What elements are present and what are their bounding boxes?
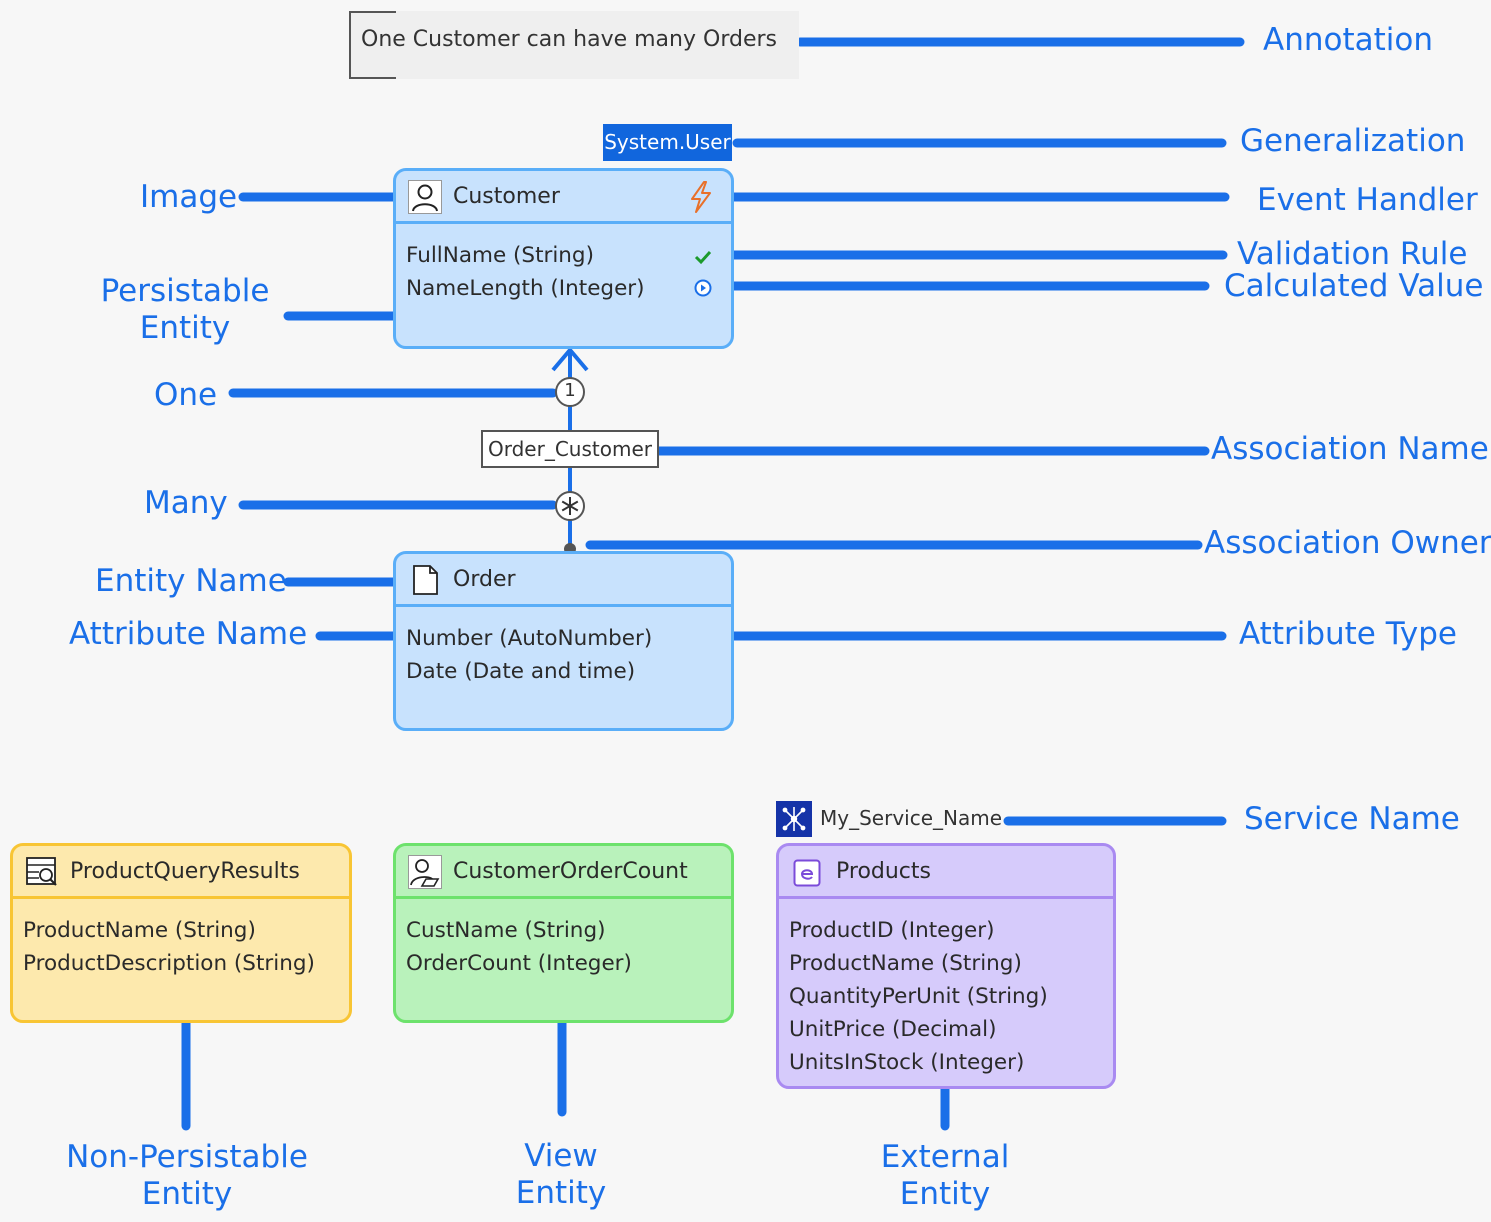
callout-attribute-name: Attribute Name bbox=[69, 616, 308, 652]
entity-name: CustomerOrderCount bbox=[453, 859, 688, 884]
checkmark-icon[interactable] bbox=[693, 247, 713, 267]
attribute-list: CustName (String) OrderCount (Integer) bbox=[406, 914, 632, 980]
entity-header: ProductQueryResults bbox=[13, 846, 349, 899]
callout-association-owner: Association Owner bbox=[1204, 525, 1491, 561]
generalization-arrowhead bbox=[551, 346, 589, 372]
generalization-label[interactable]: System.User bbox=[603, 124, 732, 161]
attribute-row[interactable]: CustName (String) bbox=[406, 918, 606, 943]
callout-image: Image bbox=[140, 179, 238, 215]
attribute-row[interactable]: Number (AutoNumber) bbox=[406, 626, 653, 651]
callout-persistable-entity-line2: Entity bbox=[139, 310, 231, 346]
play-circle-icon[interactable] bbox=[694, 279, 712, 297]
attribute-list: ProductID (Integer) ProductName (String)… bbox=[789, 914, 1048, 1079]
annotation-text: One Customer can have many Orders bbox=[361, 27, 777, 52]
attribute-row[interactable]: UnitPrice (Decimal) bbox=[789, 1017, 997, 1042]
callout-non-persistable-line2: Entity bbox=[141, 1176, 233, 1212]
lightning-icon[interactable] bbox=[688, 181, 714, 213]
callout-many: Many bbox=[144, 485, 228, 521]
callout-view-line2: Entity bbox=[515, 1175, 607, 1211]
entity-customer-order-count[interactable]: CustomerOrderCount CustName (String) Ord… bbox=[393, 843, 734, 1023]
callout-external-line1: External bbox=[880, 1139, 1010, 1175]
attribute-row[interactable]: UnitsInStock (Integer) bbox=[789, 1050, 1025, 1075]
attribute-row[interactable]: ProductName (String) bbox=[23, 918, 256, 943]
callout-persistable-entity-line1: Persistable bbox=[100, 273, 270, 309]
entity-product-query-results[interactable]: ProductQueryResults ProductName (String)… bbox=[10, 843, 352, 1023]
entity-name: ProductQueryResults bbox=[70, 859, 300, 884]
attribute-row[interactable]: Date (Date and time) bbox=[406, 659, 636, 684]
entity-customer[interactable]: Customer FullName (String) NameLength (I… bbox=[393, 168, 734, 349]
entity-header: Order bbox=[396, 554, 731, 607]
callout-service-name: Service Name bbox=[1244, 801, 1460, 837]
callout-attribute-type: Attribute Type bbox=[1239, 616, 1457, 652]
user-icon bbox=[408, 180, 442, 214]
query-icon bbox=[25, 855, 59, 889]
callout-view-line1: View bbox=[524, 1138, 598, 1174]
user-view-icon bbox=[408, 855, 442, 889]
service-network-icon bbox=[776, 801, 812, 837]
attribute-row[interactable]: FullName (String) bbox=[406, 243, 594, 268]
service-name[interactable]: My_Service_Name bbox=[820, 806, 1003, 830]
callout-validation-rule: Validation Rule bbox=[1237, 236, 1468, 272]
callout-non-persistable-line1: Non-Persistable bbox=[66, 1139, 308, 1175]
entity-header: CustomerOrderCount bbox=[396, 846, 731, 899]
attribute-row[interactable]: ProductID (Integer) bbox=[789, 918, 995, 943]
attribute-row[interactable]: OrderCount (Integer) bbox=[406, 951, 632, 976]
attribute-row[interactable]: NameLength (Integer) bbox=[406, 276, 645, 301]
one-multiplicity-marker: 1 bbox=[554, 376, 586, 408]
attribute-list: Number (AutoNumber) Date (Date and time) bbox=[406, 622, 652, 688]
document-icon bbox=[408, 563, 442, 597]
entity-name: Order bbox=[453, 567, 516, 592]
callout-entity-name: Entity Name bbox=[95, 563, 287, 599]
callout-calculated-value: Calculated Value bbox=[1224, 268, 1484, 304]
external-entity-icon bbox=[793, 859, 821, 887]
entity-name: Products bbox=[836, 859, 931, 884]
entity-header: Products bbox=[779, 846, 1113, 899]
many-asterisk-icon bbox=[554, 490, 586, 522]
entity-products[interactable]: Products ProductID (Integer) ProductName… bbox=[776, 843, 1116, 1089]
entity-order[interactable]: Order Number (AutoNumber) Date (Date and… bbox=[393, 551, 734, 731]
attribute-row[interactable]: ProductName (String) bbox=[789, 951, 1022, 976]
association-name[interactable]: Order_Customer bbox=[481, 430, 659, 468]
annotation-bracket bbox=[349, 11, 396, 79]
callout-annotation: Annotation bbox=[1263, 22, 1434, 58]
one-marker-text: 1 bbox=[564, 380, 576, 401]
attribute-row[interactable]: QuantityPerUnit (String) bbox=[789, 984, 1048, 1009]
callout-generalization: Generalization bbox=[1240, 123, 1466, 159]
annotation-note[interactable]: One Customer can have many Orders bbox=[349, 11, 799, 79]
callout-one: One bbox=[154, 377, 218, 413]
entity-name: Customer bbox=[453, 184, 560, 209]
attribute-list: ProductName (String) ProductDescription … bbox=[23, 914, 315, 980]
attribute-list: FullName (String) NameLength (Integer) bbox=[406, 239, 645, 305]
attribute-row[interactable]: ProductDescription (String) bbox=[23, 951, 315, 976]
callout-event-handler: Event Handler bbox=[1257, 182, 1478, 218]
entity-header: Customer bbox=[396, 171, 731, 224]
callout-external-line2: Entity bbox=[899, 1176, 991, 1212]
callout-association-name: Association Name bbox=[1211, 431, 1489, 467]
